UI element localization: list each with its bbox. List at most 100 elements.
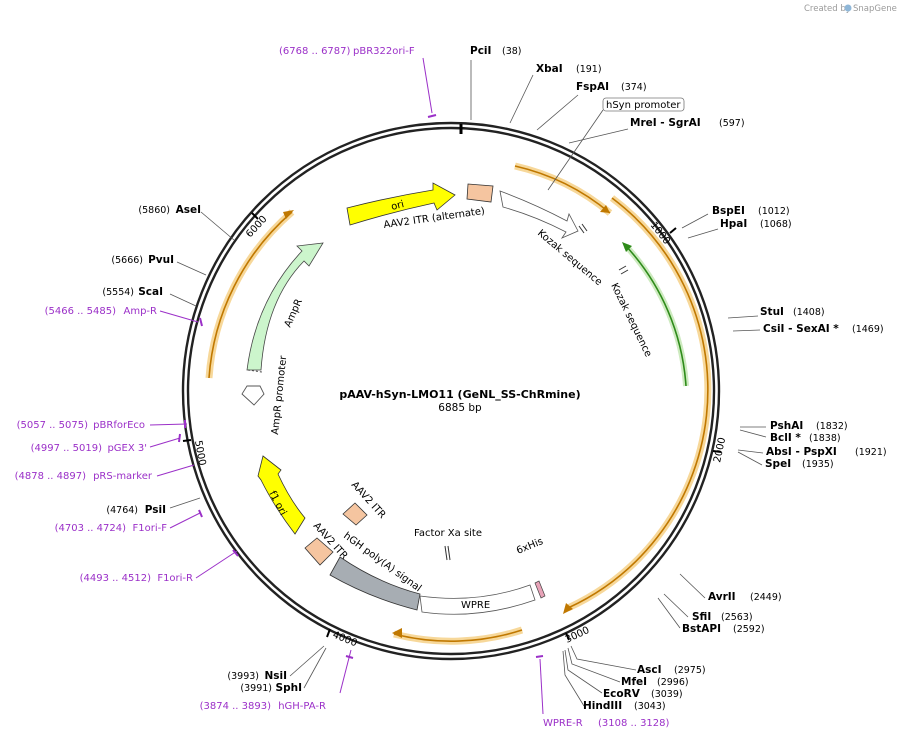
orf-arc-2-head bbox=[563, 603, 573, 614]
primer-leader-wpre bbox=[539, 658, 544, 715]
enzyme-xbai-name: XbaI bbox=[536, 63, 563, 75]
enzyme-sfii-name: SfiI bbox=[692, 611, 711, 623]
primer-mark-pgex bbox=[178, 433, 181, 443]
orf-arc-1-head bbox=[600, 205, 610, 213]
primer-wpre-name: WPRE-R bbox=[543, 718, 583, 729]
enzyme-sfii-pos: (2563) bbox=[721, 612, 753, 623]
leader-bcli bbox=[739, 429, 767, 438]
kozak-mark-1b bbox=[581, 223, 588, 232]
leader-sfii bbox=[663, 593, 689, 618]
ampr-promoter-feature bbox=[241, 385, 265, 406]
orf-arc-2 bbox=[567, 197, 709, 609]
leader-ecorv bbox=[564, 649, 603, 694]
leader-spei bbox=[737, 451, 763, 466]
enzyme-sgrai-pos: (597) bbox=[719, 118, 745, 129]
enzyme-bcli-name: BclI * bbox=[770, 432, 801, 444]
orf-arc-3 bbox=[393, 629, 523, 642]
plasmid-center-label: pAAV-hSyn-LMO11 (GeNL_SS-ChRmine) 6885 b… bbox=[339, 388, 580, 414]
primer-leader-pbr322ori bbox=[422, 57, 433, 114]
tick-mark-6000 bbox=[251, 212, 259, 220]
enzyme-avrii-name: AvrII bbox=[708, 591, 736, 603]
green-orf-head bbox=[622, 242, 632, 252]
kozak-label-2: Kozak sequence bbox=[608, 281, 653, 358]
primer-hgh-name: hGH-PA-R bbox=[278, 701, 326, 712]
orf-arcs bbox=[205, 162, 712, 645]
enzyme-pcii-pos: (38) bbox=[502, 46, 522, 57]
factor-xa-label: Factor Xa site bbox=[414, 528, 482, 539]
hgh-polya-feature bbox=[329, 556, 421, 611]
primer-pbr322ori-name: pBR322ori-F bbox=[353, 46, 415, 57]
primer-mark-f1orir bbox=[232, 549, 239, 557]
orf-arc-4 bbox=[208, 211, 293, 379]
enzyme-nsii-name: NsiI bbox=[264, 670, 287, 682]
enzyme-hpai-name: HpaI bbox=[720, 218, 747, 230]
created-by-label: Created by bbox=[804, 4, 851, 14]
plasmid-size: 6885 bp bbox=[438, 402, 482, 414]
enzyme-nsii-pos: (3993) bbox=[227, 671, 259, 682]
enzyme-psii-pos: (4764) bbox=[106, 505, 138, 516]
leader-csii bbox=[732, 329, 761, 332]
enzyme-sphi-pos: (3991) bbox=[240, 683, 272, 694]
ampr-promoter-label: AmpR promoter bbox=[270, 354, 289, 435]
primer-pgex-range: (4997 .. 5019) bbox=[31, 443, 103, 454]
backbone-inner-strand bbox=[186, 126, 716, 656]
factor-xa-mark bbox=[444, 545, 448, 561]
enzyme-hindiii-name: HindIII bbox=[583, 700, 622, 712]
wpre-feature bbox=[419, 584, 536, 615]
leader-pvui bbox=[176, 261, 207, 276]
tick-mark-4000 bbox=[326, 628, 331, 638]
primer-f1orif-range: (4703 .. 4724) bbox=[55, 523, 127, 534]
hsyn-label-box bbox=[602, 97, 685, 112]
enzyme-pcii-name: PciI bbox=[470, 45, 491, 57]
hsyn-promoter-callout: hSyn promoter bbox=[547, 97, 685, 191]
enzyme-asei-name: AseI bbox=[176, 204, 201, 216]
orf-arc-4-head bbox=[283, 210, 294, 219]
enzyme-stui-pos: (1408) bbox=[793, 307, 825, 318]
enzyme-bspei-pos: (1012) bbox=[758, 206, 790, 217]
enzyme-ecorv-name: EcoRV bbox=[603, 688, 641, 700]
backbone-outer-strand bbox=[181, 121, 721, 661]
aav2-itr-alt-feature bbox=[466, 183, 494, 203]
enzyme-scai-pos: (5554) bbox=[102, 287, 134, 298]
snapgene-branding: Created by SnapGene bbox=[804, 4, 897, 14]
primer-hgh-range: (3874 .. 3893) bbox=[200, 701, 272, 712]
primer-leader-f1orir bbox=[195, 550, 238, 579]
primer-mark-pbr322ori bbox=[427, 114, 437, 118]
sixxhis-feature bbox=[534, 580, 546, 599]
primer-pbrforeco-range: (5057 .. 5075) bbox=[17, 420, 89, 431]
primer-f1orif-name: F1ori-F bbox=[133, 523, 168, 534]
enzyme-csii-name: CsiI - SexAI * bbox=[763, 323, 839, 335]
plasmid-name: pAAV-hSyn-LMO11 (GeNL_SS-ChRmine) bbox=[339, 388, 580, 401]
kozak-mark-1 bbox=[578, 225, 585, 234]
primer-leader-pbrforeco bbox=[149, 423, 188, 426]
primer-leader-pgex bbox=[149, 437, 181, 448]
primer-pbrforeco-name: pBRforEco bbox=[93, 420, 145, 431]
enzyme-bcli-pos: (1838) bbox=[809, 433, 841, 444]
orf-arc-1 bbox=[514, 165, 611, 214]
tick-mark-3000 bbox=[565, 632, 570, 641]
enzyme-absi-name: AbsI - PspXI bbox=[766, 446, 837, 458]
enzyme-mfei-pos: (2996) bbox=[657, 677, 689, 688]
enzyme-pshai-name: PshAI bbox=[770, 420, 803, 432]
enzyme-mfei-name: MfeI bbox=[621, 676, 647, 688]
enzyme-labels: PciI (38) XbaI (191) FspAI (374) MreI - … bbox=[470, 45, 887, 712]
green-orf bbox=[625, 245, 687, 387]
leader-asei bbox=[200, 211, 235, 241]
enzyme-absi-pos: (1921) bbox=[855, 447, 887, 458]
factor-xa-mark-b bbox=[447, 545, 451, 561]
enzyme-spei-name: SpeI bbox=[765, 458, 791, 470]
leader-avrii bbox=[679, 573, 706, 599]
tick-label-4000: 4000 bbox=[331, 630, 359, 650]
primer-pgex-name: pGEX 3' bbox=[107, 443, 147, 454]
enzyme-pvui-pos: (5666) bbox=[111, 255, 143, 266]
enzyme-psii-name: PsiI bbox=[145, 504, 166, 516]
kozak-mark-2 bbox=[618, 265, 627, 271]
leader-hindiii bbox=[562, 650, 585, 707]
enzyme-avrii-pos: (2449) bbox=[750, 592, 782, 603]
primer-ampr-range: (5466 .. 5485) bbox=[45, 306, 117, 317]
leader-xbai bbox=[509, 74, 534, 124]
app-name-label: SnapGene bbox=[853, 4, 897, 14]
enzyme-ecorv-pos: (3039) bbox=[651, 689, 683, 700]
primer-prs-range: (4878 .. 4897) bbox=[15, 471, 87, 482]
enzyme-labels-left: NsiI (3993) SphI (3991) PsiI (4764) ScaI… bbox=[102, 204, 302, 694]
